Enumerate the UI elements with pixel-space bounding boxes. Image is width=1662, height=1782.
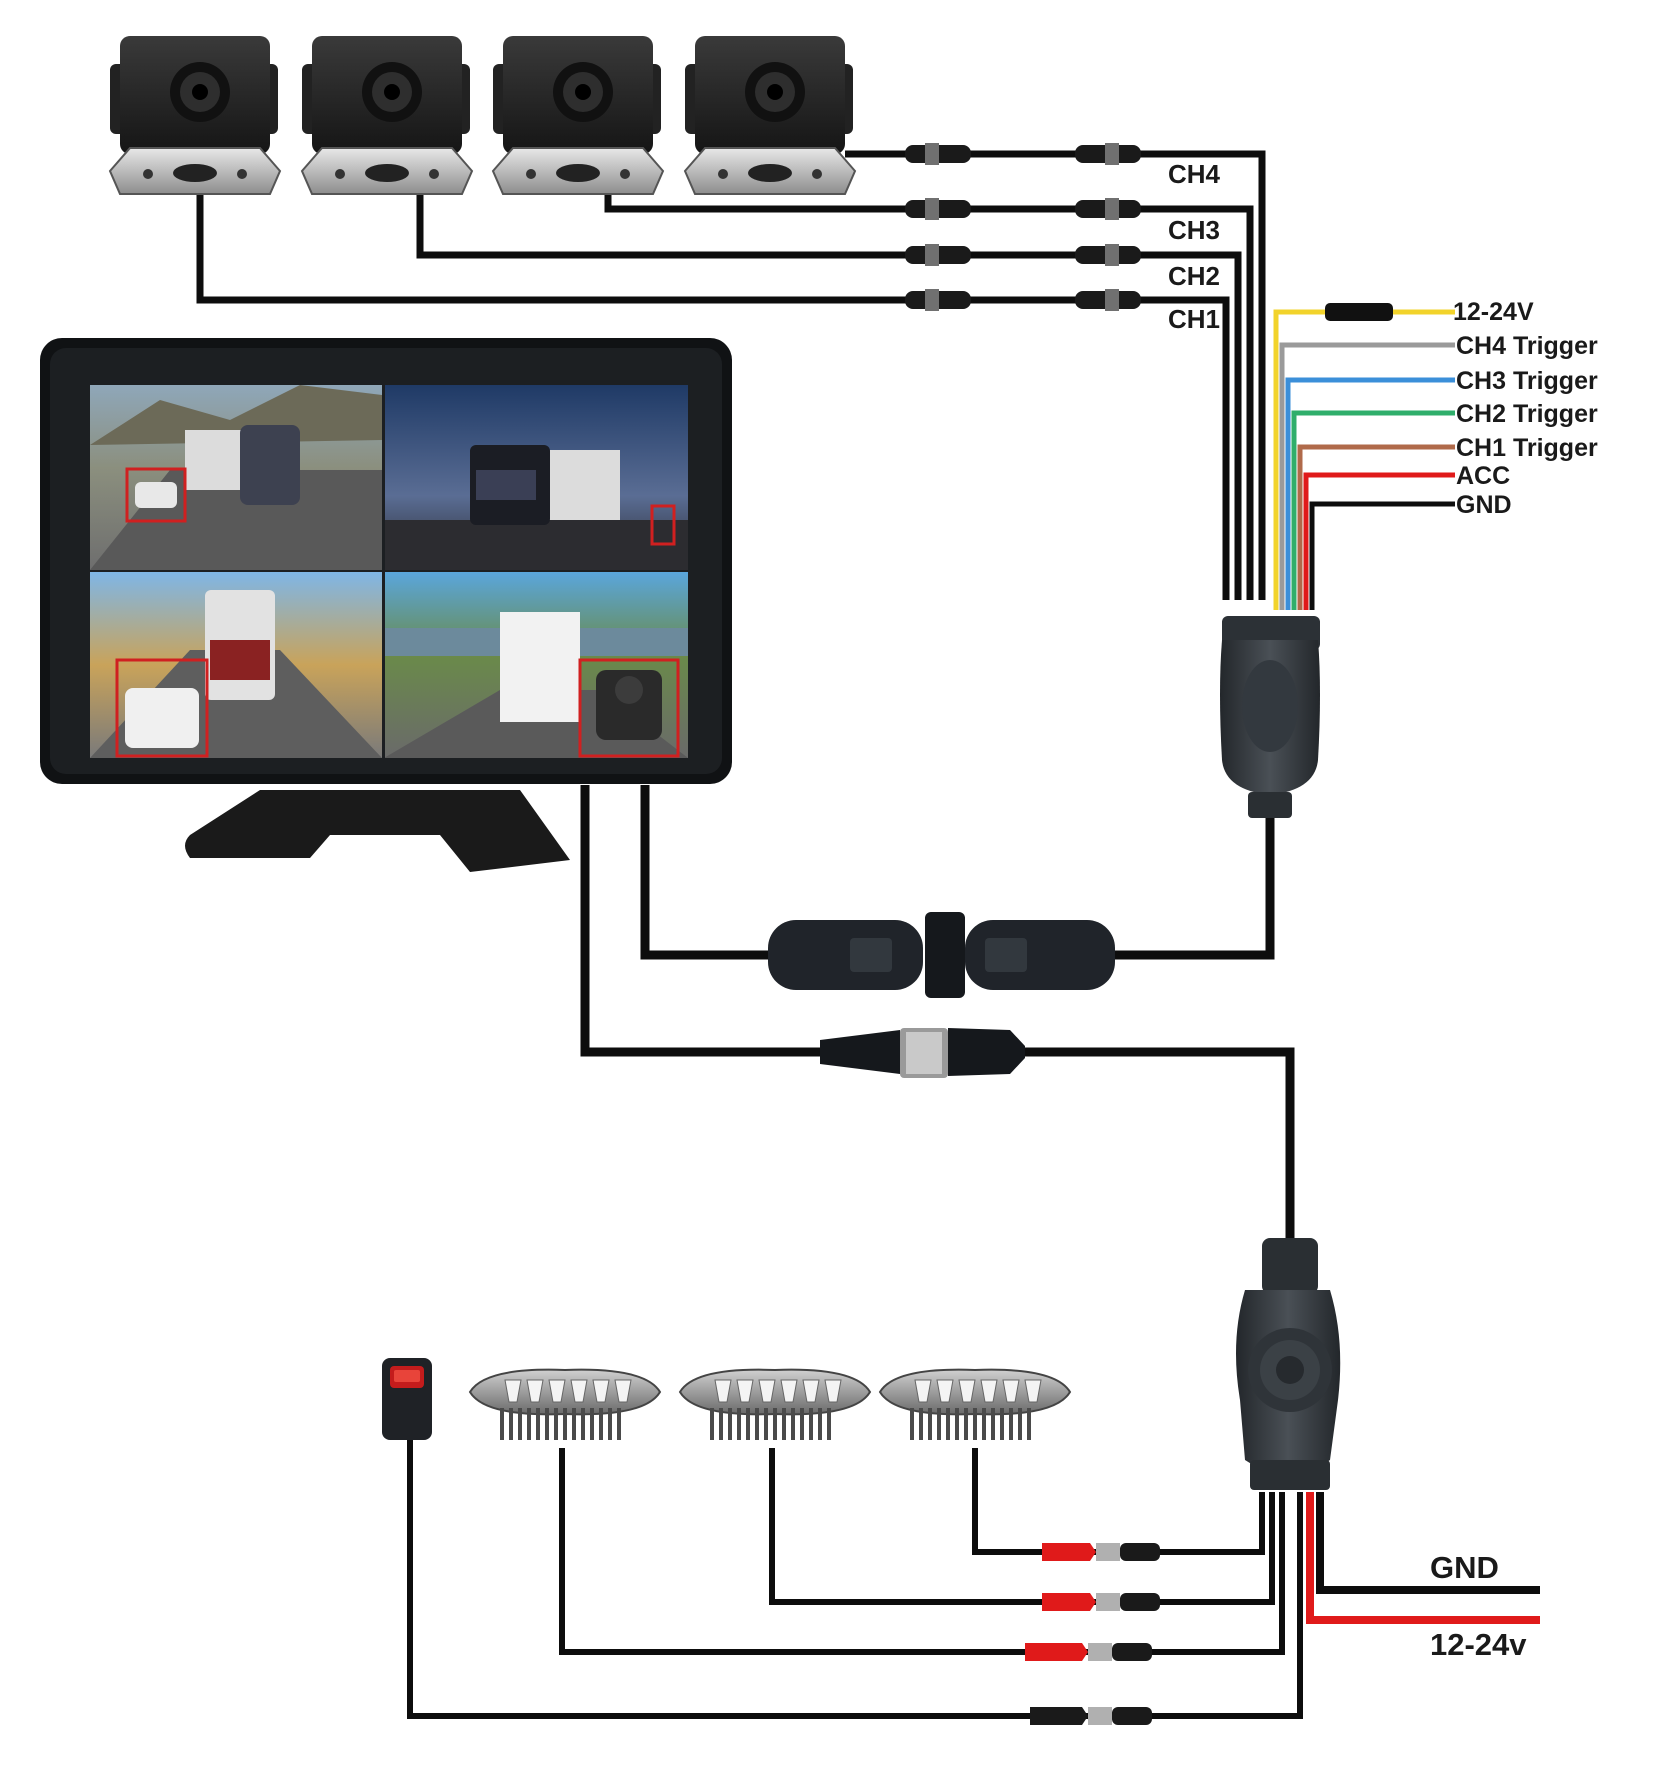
connector-light-3 (1042, 1543, 1160, 1561)
view-ch1 (90, 385, 382, 570)
alarm-buzzer (382, 1358, 432, 1440)
power-vin-wire (1306, 1492, 1540, 1624)
connector-ch4-a (905, 143, 971, 165)
wire-label-ch4-trigger: CH4 Trigger (1456, 332, 1598, 360)
fuse-holder (1325, 303, 1393, 321)
wire-label-ch2-trigger: CH2 Trigger (1456, 400, 1598, 428)
wire-gnd (1309, 501, 1455, 610)
connector-light-1 (1025, 1643, 1152, 1661)
power-inline-connector (820, 1028, 1025, 1078)
connector-ch2-a (905, 244, 971, 266)
channel-label-ch4: CH4 (1168, 159, 1221, 189)
connector-ch4-b (1075, 143, 1141, 165)
wire-ch2-trigger (1291, 410, 1455, 610)
upper-junction-module (1220, 616, 1320, 818)
channel-label-ch2: CH2 (1168, 261, 1220, 291)
light-bars (468, 1368, 1072, 1440)
monitor-stand (185, 790, 570, 872)
monitor-screen (90, 385, 688, 758)
wire-ch3-trigger (1285, 377, 1455, 610)
power-gnd-label: GND (1430, 1550, 1499, 1585)
aviation-connector (768, 912, 1115, 998)
accessory-wires (407, 1440, 1303, 1719)
view-ch3 (90, 572, 382, 758)
wire-label-ch3-trigger: CH3 Trigger (1456, 367, 1598, 395)
trigger-wires (1273, 303, 1455, 610)
connector-alarm (1030, 1707, 1152, 1725)
wire-ch1-trigger (1297, 444, 1455, 610)
connector-ch1-a (905, 289, 971, 311)
camera-ch4 (683, 36, 857, 195)
detection-box-ch4 (578, 658, 680, 758)
cable-monitor-to-power (580, 785, 820, 1057)
detection-box-ch1 (125, 467, 187, 523)
wire-12-24v (1273, 309, 1455, 610)
light-bar-2 (678, 1368, 872, 1440)
channel-label-ch1: CH1 (1168, 304, 1220, 334)
power-vin-label: 12-24v (1430, 1627, 1527, 1662)
wire-light-3 (972, 1448, 1265, 1555)
wire-label-acc: ACC (1456, 462, 1510, 490)
cable-power-to-module (1025, 1047, 1295, 1240)
cable-monitor-to-splitter (640, 785, 770, 960)
connector-ch3-b (1075, 198, 1141, 220)
wire-ch4-trigger (1279, 342, 1455, 610)
power-gnd-wire (1316, 1492, 1540, 1594)
monitor (40, 338, 732, 872)
wire-alarm (407, 1440, 1303, 1719)
camera-connectors (905, 143, 1141, 311)
connector-ch3-a (905, 198, 971, 220)
cable-ch2 (416, 192, 1242, 600)
wire-light-2 (769, 1448, 1275, 1605)
channel-label-ch3: CH3 (1168, 215, 1220, 245)
cable-ch4 (845, 150, 1266, 600)
camera-ch1 (108, 36, 282, 195)
camera-cables (196, 150, 1266, 600)
accessory-connectors (1025, 1543, 1160, 1725)
wire-light-1 (559, 1448, 1285, 1655)
detection-box-ch2 (650, 504, 676, 546)
view-ch4 (384, 572, 688, 758)
camera-ch2 (300, 36, 474, 195)
lower-junction-module (1236, 1238, 1341, 1490)
connector-ch1-b (1075, 289, 1141, 311)
connector-ch2-b (1075, 244, 1141, 266)
view-ch2 (384, 385, 688, 570)
connector-light-2 (1042, 1593, 1160, 1611)
cable-ch1 (196, 192, 1230, 600)
cable-module-to-splitter (1112, 818, 1275, 960)
wire-acc (1303, 472, 1455, 610)
light-bar-1 (468, 1368, 662, 1440)
camera-ch3 (491, 36, 665, 195)
wire-label-ch1-trigger: CH1 Trigger (1456, 434, 1598, 462)
wire-label-12-24v: 12-24V (1453, 298, 1534, 326)
detection-box-ch3 (115, 658, 209, 758)
light-bar-3 (878, 1368, 1072, 1440)
wire-label-gnd: GND (1456, 491, 1512, 519)
cameras (108, 36, 857, 195)
